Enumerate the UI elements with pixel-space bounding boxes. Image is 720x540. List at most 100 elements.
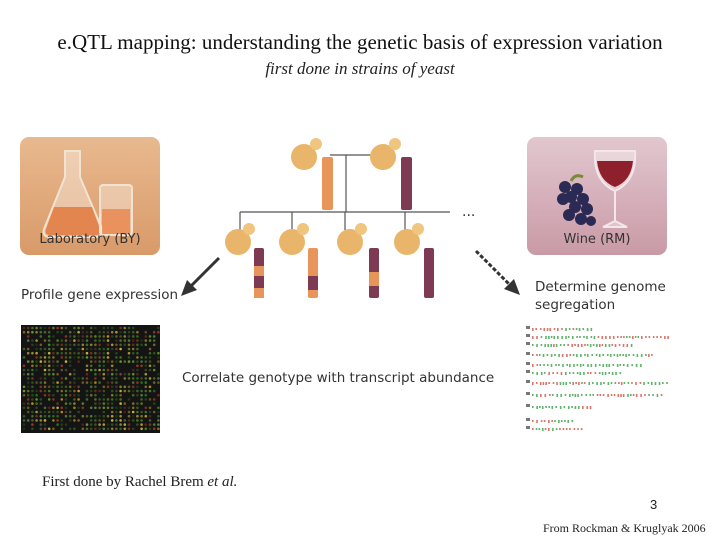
microarray-spot: [26, 381, 30, 384]
genotype-marker: [605, 336, 607, 339]
microarray-spot: [98, 406, 101, 410]
microarray-spot: [52, 377, 55, 380]
microarray-spot: [102, 335, 106, 338]
microarray-spot: [110, 406, 114, 410]
microarray-spot: [148, 347, 152, 351]
microarray-spot: [98, 347, 101, 351]
microarray-spot: [89, 360, 93, 363]
genotype-marker: [626, 336, 628, 338]
microarray-spot: [64, 351, 68, 355]
microarray-spot: [81, 351, 85, 355]
microarray-spot: [152, 368, 156, 372]
genotype-marker: [532, 420, 534, 422]
page-number: 3: [650, 497, 658, 512]
source-citation: From Rockman & Kruglyak 2006: [543, 521, 706, 535]
microarray-spot: [31, 368, 34, 372]
genotype-marker: [556, 394, 559, 397]
genotype-row-label: [526, 370, 530, 373]
genotype-marker: [551, 394, 554, 396]
genotype-marker: [604, 344, 607, 347]
genotype-marker: [635, 364, 638, 367]
microarray-spot: [60, 339, 64, 342]
microarray-spot: [81, 427, 85, 431]
genotype-marker: [639, 382, 642, 384]
genotype-marker: [562, 428, 565, 430]
genotype-marker: [576, 354, 578, 357]
microarray-spot: [127, 351, 131, 355]
genotype-marker: [542, 382, 545, 385]
microarray-spot: [136, 343, 139, 347]
genotype-marker: [564, 394, 567, 396]
genotype-marker: [543, 420, 546, 422]
genotype-marker: [622, 364, 625, 366]
microarray-spot: [77, 343, 80, 347]
microarray-spot: [98, 398, 101, 401]
genotype-marker: [553, 344, 555, 347]
genotype-marker: [594, 372, 597, 374]
microarray-spot: [140, 364, 143, 368]
genotype-marker: [576, 336, 578, 338]
microarray-spot: [144, 330, 148, 334]
microarray-spot: [131, 427, 135, 431]
microarray-spot: [26, 335, 30, 338]
microarray-spot: [68, 372, 72, 376]
microarray-spot: [85, 347, 89, 351]
microarray-spot: [94, 326, 97, 330]
genotype-marker: [539, 406, 541, 408]
genotype-marker: [640, 354, 643, 357]
microarray-spot: [60, 406, 64, 410]
microarray-spot: [47, 364, 51, 368]
genotype-marker: [559, 406, 562, 409]
microarray-spot: [22, 389, 26, 393]
microarray-spot: [123, 339, 127, 342]
microarray-spot: [115, 356, 118, 359]
genotype-marker: [628, 336, 631, 338]
genotype-marker: [556, 382, 558, 385]
microarray-spot: [43, 406, 47, 410]
genotype-marker: [545, 336, 547, 339]
microarray-spot: [73, 368, 76, 372]
microarray-spot: [102, 393, 106, 397]
microarray-spot: [115, 372, 118, 376]
genotype-marker: [536, 354, 538, 356]
microarray-spot: [119, 406, 122, 410]
microarray-spot: [22, 423, 26, 426]
microarray-spot: [127, 335, 131, 338]
microarray-spot: [94, 360, 97, 363]
microarray-spot: [140, 377, 143, 380]
microarray-spot: [43, 410, 47, 414]
microarray-spot: [26, 385, 30, 389]
microarray-spot: [39, 381, 43, 384]
microarray-spot: [35, 364, 38, 368]
genotype-marker: [592, 344, 595, 346]
microarray-spot: [35, 368, 38, 372]
microarray-spot: [73, 414, 76, 418]
microarray-spot: [56, 364, 59, 368]
microarray-spot: [152, 398, 156, 401]
genotype-marker: [544, 394, 547, 397]
microarray-spot: [152, 410, 156, 414]
microarray-spot: [60, 398, 64, 401]
microarray-spot: [31, 410, 34, 414]
microarray-spot: [31, 389, 34, 393]
microarray-spot: [110, 381, 114, 384]
genotype-marker: [547, 344, 549, 347]
microarray-spot: [136, 419, 139, 422]
genotype-marker: [559, 382, 562, 385]
microarray-spot: [47, 351, 51, 355]
microarray-spot: [144, 368, 148, 372]
microarray-spot: [102, 360, 106, 363]
microarray-spot: [68, 356, 72, 359]
microarray-spot: [127, 347, 131, 351]
microarray-spot: [85, 351, 89, 355]
microarray-spot: [144, 377, 148, 380]
genotype-marker: [549, 328, 552, 331]
genotype-marker: [572, 328, 575, 330]
microarray-spot: [52, 335, 55, 338]
microarray-spot: [43, 351, 47, 355]
genotype-marker: [540, 394, 542, 397]
genotype-marker: [532, 344, 534, 346]
microarray-spot: [144, 356, 148, 359]
genotype-marker: [535, 328, 537, 330]
microarray-spot: [31, 330, 34, 334]
